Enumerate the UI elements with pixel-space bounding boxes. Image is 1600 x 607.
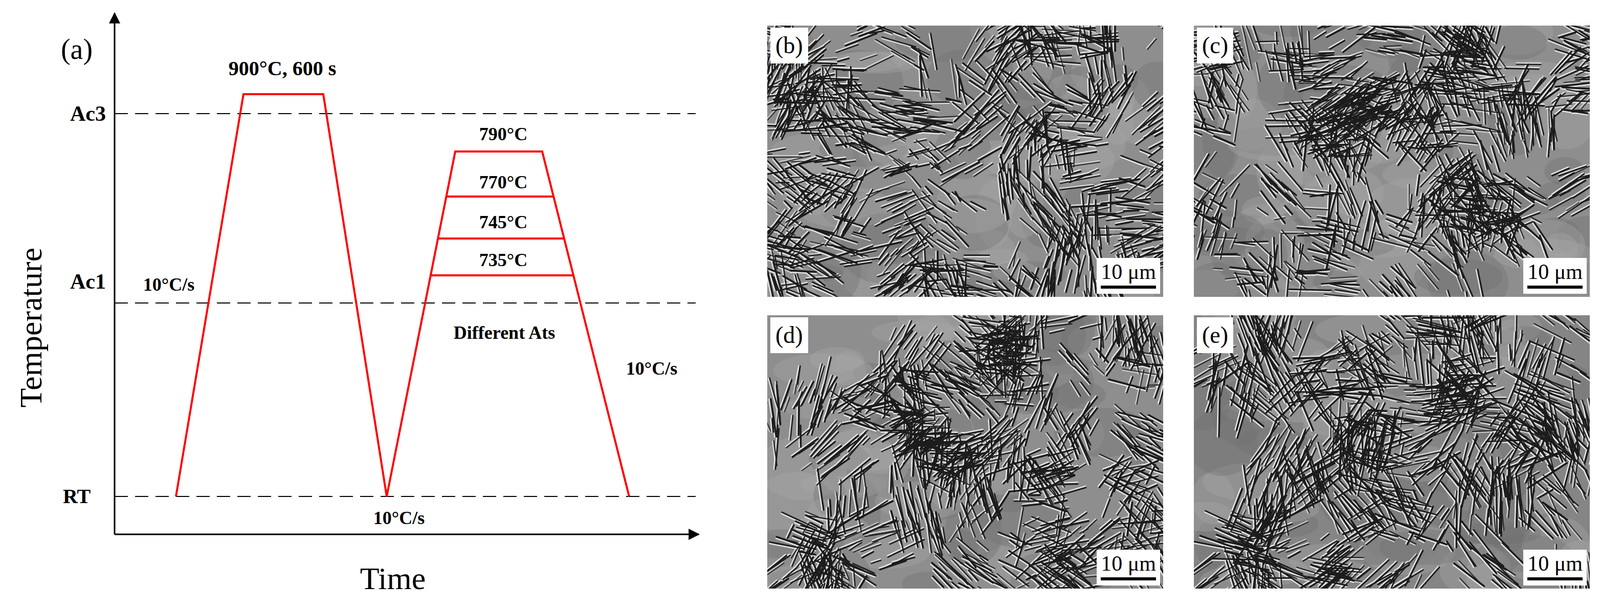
scale-line bbox=[1100, 576, 1157, 581]
annotation: Ac1 bbox=[70, 270, 106, 293]
y-axis bbox=[114, 13, 116, 535]
thermal-schedule bbox=[114, 13, 699, 535]
panel-letter: (c) bbox=[1196, 27, 1234, 64]
annotation: 10°C/s bbox=[373, 508, 425, 527]
annotation: Different Ats bbox=[453, 323, 555, 342]
micrograph-panel: (b) 10 μm bbox=[767, 25, 1164, 297]
scale-label: 10 μm bbox=[1100, 552, 1157, 574]
scale-line bbox=[1100, 285, 1157, 289]
annotation: Ac3 bbox=[70, 102, 106, 125]
axis-title: Time bbox=[360, 562, 427, 594]
scale-label: 10 μm bbox=[1527, 260, 1583, 283]
annotation: 745°C bbox=[479, 212, 528, 232]
scale-label: 10 μm bbox=[1100, 260, 1157, 283]
annotation: 10°C/s bbox=[143, 275, 195, 294]
scale-line bbox=[1527, 285, 1583, 289]
sem-micrograph bbox=[767, 315, 1164, 589]
scale-bar: 10 μm bbox=[1523, 549, 1587, 586]
micrograph-panel: (d) 10 μm bbox=[767, 315, 1164, 589]
annotation: 735°C bbox=[479, 250, 528, 270]
x-axis bbox=[114, 533, 699, 536]
temperature-path bbox=[175, 94, 630, 497]
annotation: 10°C/s bbox=[626, 359, 678, 378]
micrograph-panel: (c) 10 μm bbox=[1193, 25, 1590, 297]
axis-title: Temperature bbox=[14, 247, 47, 408]
scale-bar: 10 μm bbox=[1096, 549, 1161, 586]
annotation: 770°C bbox=[479, 172, 528, 192]
scale-label: 10 μm bbox=[1527, 552, 1583, 574]
panel-letter: (b) bbox=[770, 27, 809, 64]
reference-line bbox=[114, 113, 696, 115]
panel-letter: (d) bbox=[770, 317, 809, 353]
scale-line bbox=[1527, 576, 1583, 581]
annotation: 900°C, 600 s bbox=[228, 58, 337, 79]
sem-micrograph bbox=[1193, 315, 1590, 589]
reference-line bbox=[114, 302, 696, 304]
annotation: 790°C bbox=[479, 124, 528, 144]
annotation: (a) bbox=[60, 34, 93, 64]
sem-micrograph bbox=[1193, 25, 1590, 297]
scale-bar: 10 μm bbox=[1096, 257, 1161, 294]
sem-micrograph bbox=[767, 25, 1164, 297]
hold-line bbox=[446, 195, 554, 198]
micrograph-panel: (e) 10 μm bbox=[1193, 315, 1590, 589]
reference-line bbox=[114, 495, 696, 497]
hold-line bbox=[430, 274, 574, 277]
annotation: RT bbox=[62, 485, 91, 507]
scale-bar: 10 μm bbox=[1523, 257, 1587, 294]
panel-letter: (e) bbox=[1196, 317, 1234, 353]
hold-line bbox=[437, 237, 565, 240]
